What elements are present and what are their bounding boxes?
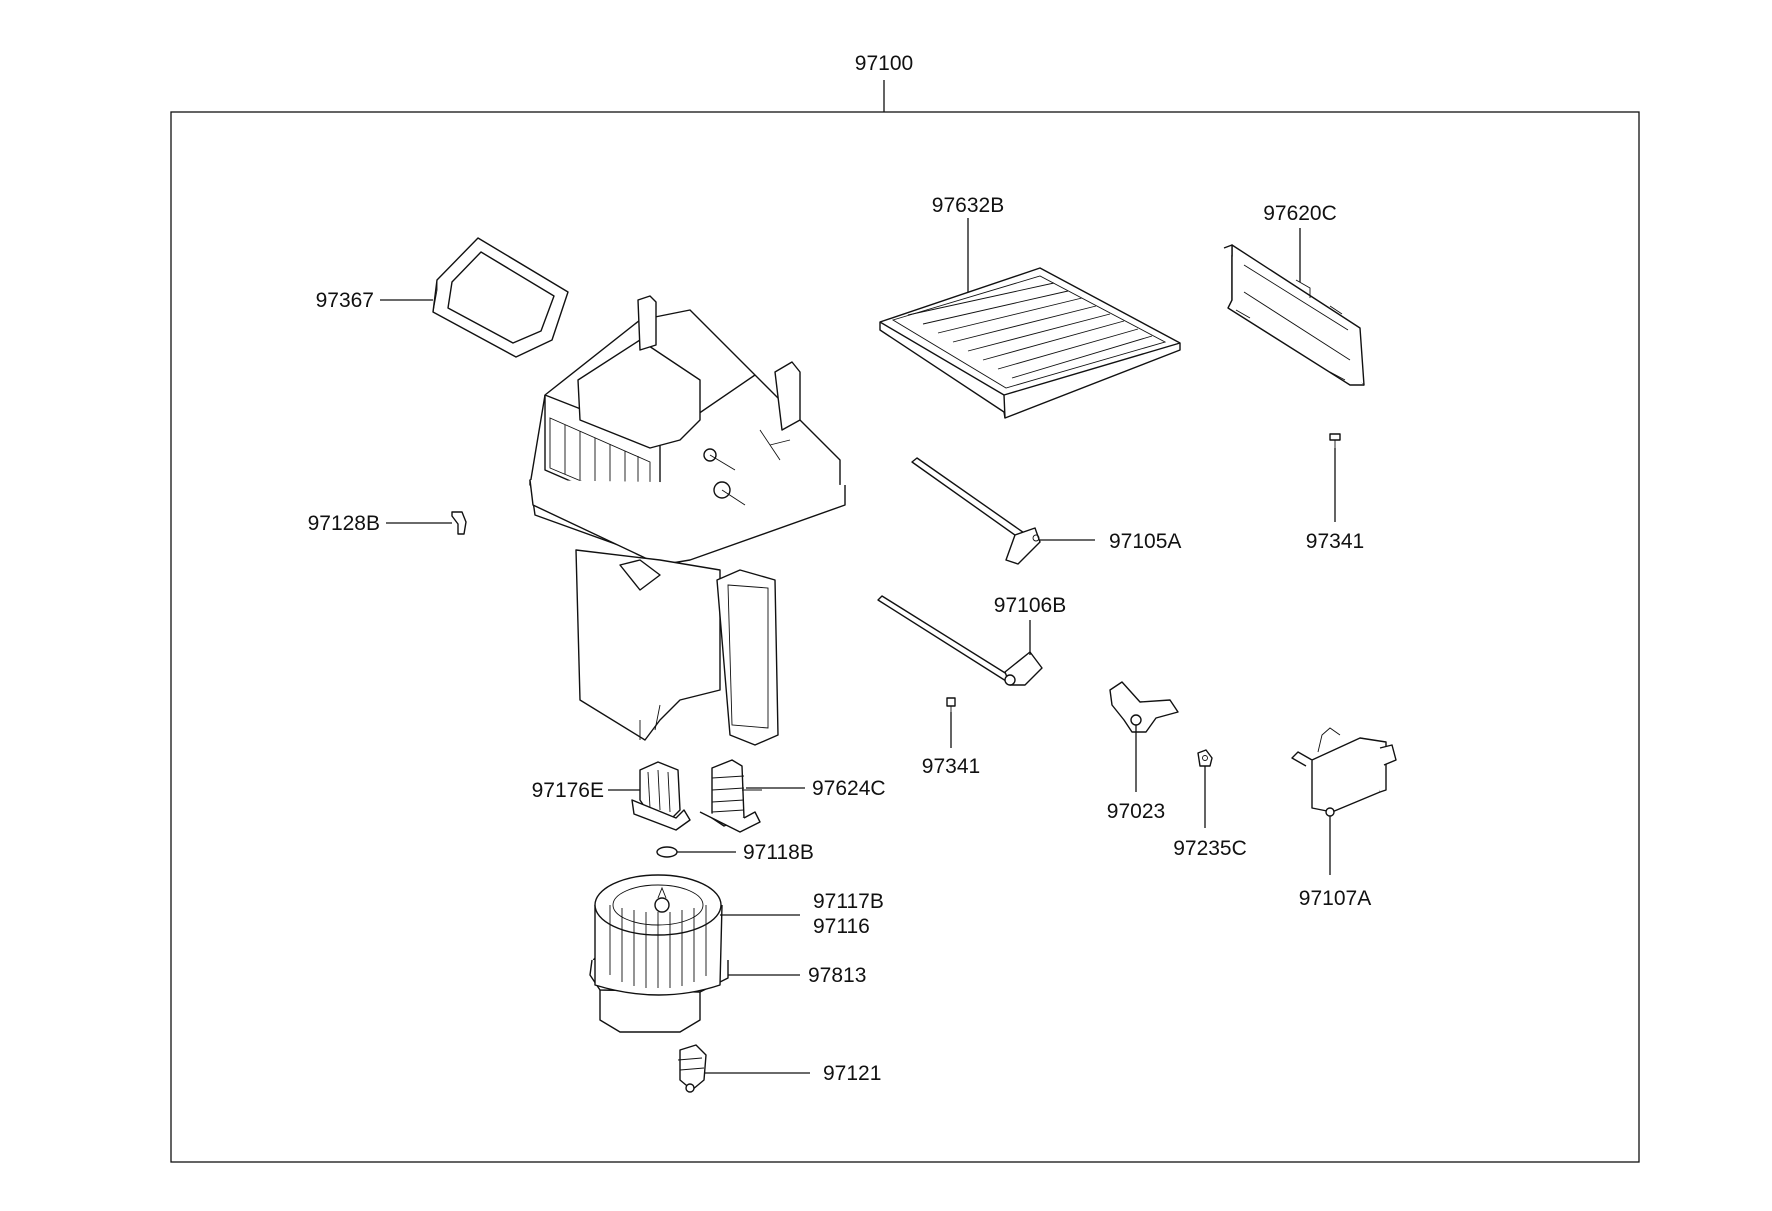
rod-97106B-drawing: [877, 595, 1043, 686]
label-97105A[interactable]: 97105A: [1109, 530, 1181, 553]
resistor-97624C-drawing: [699, 759, 762, 833]
assembly-frame: [170, 80, 1640, 1163]
label-97023[interactable]: 97023: [1107, 800, 1165, 823]
blower-housing-drawing: [529, 295, 846, 746]
label-97341-right[interactable]: 97341: [1306, 530, 1364, 553]
label-97117B[interactable]: 97117B: [813, 890, 884, 913]
screw-97341-right-drawing: [1329, 433, 1341, 448]
clip-97235C-drawing: [1197, 749, 1213, 767]
resistor-97176E-drawing: [631, 761, 691, 831]
cover-97620C-drawing: [1223, 244, 1365, 386]
gasket-97367-drawing: [432, 237, 569, 358]
label-97341-center[interactable]: 97341: [922, 755, 980, 778]
label-97367[interactable]: 97367: [316, 289, 374, 312]
screw-97341-center-drawing: [946, 697, 956, 712]
lever-97023-drawing: [1109, 681, 1179, 733]
label-97813[interactable]: 97813: [808, 964, 866, 987]
label-97176E[interactable]: 97176E: [532, 779, 604, 802]
actuator-97107A-drawing: [1291, 727, 1397, 817]
label-97121[interactable]: 97121: [823, 1062, 881, 1085]
oring-97118B-drawing: [656, 846, 678, 858]
label-97235C[interactable]: 97235C: [1173, 837, 1247, 860]
label-97107A[interactable]: 97107A: [1299, 887, 1371, 910]
label-97632B[interactable]: 97632B: [932, 194, 1004, 217]
clip-97128B-drawing: [451, 511, 467, 535]
label-97128B[interactable]: 97128B: [308, 512, 380, 535]
label-97118B[interactable]: 97118B: [743, 841, 814, 864]
blower-fan-drawing: [589, 874, 729, 1033]
label-97116[interactable]: 97116: [813, 915, 870, 938]
rod-97105A-drawing: [911, 457, 1041, 565]
label-97106B[interactable]: 97106B: [994, 594, 1066, 617]
filter-97632B-drawing: [879, 267, 1181, 419]
label-97624C[interactable]: 97624C: [812, 777, 886, 800]
assembly-label[interactable]: 97100: [855, 52, 913, 75]
connector-97121-drawing: [677, 1044, 707, 1093]
label-97620C[interactable]: 97620C: [1263, 202, 1337, 225]
